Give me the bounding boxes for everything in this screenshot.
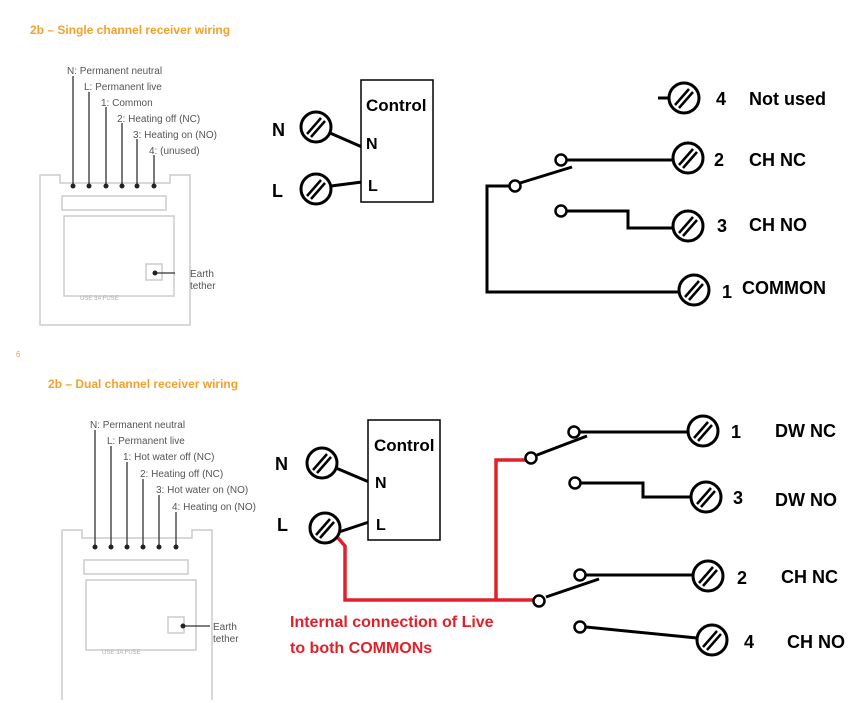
- leader-1: 1: Hot water off (NC): [123, 452, 215, 463]
- supply-n-terminal: [305, 446, 339, 480]
- supply-l-label: L: [277, 515, 288, 535]
- terminal-2-num: 2: [737, 568, 747, 588]
- leader-l: L: Permanent live: [107, 436, 185, 447]
- page-number: 6: [16, 350, 21, 359]
- internal-connection-note: Internal connection of Live: [290, 614, 494, 631]
- leader-4: 4: (unused): [149, 146, 200, 157]
- leader-2: 2: Heating off (NC): [140, 469, 223, 480]
- terminal-1-label: COMMON: [742, 278, 826, 298]
- earth-label: Earth: [190, 269, 214, 280]
- leader-2: 2: Heating off (NC): [117, 114, 200, 125]
- single-channel-section: 2b – Single channel receiver wiring USE …: [30, 20, 826, 326]
- control-title: Control: [374, 436, 434, 455]
- terminal-1: [686, 414, 720, 448]
- earth-label: Earth: [213, 622, 237, 633]
- terminal-2: [691, 559, 725, 593]
- terminal-4: [695, 623, 729, 657]
- supply-n-label: N: [272, 120, 285, 140]
- terminal-4-label: Not used: [749, 89, 826, 109]
- leader-4: 4: Heating on (NO): [172, 502, 256, 513]
- control-title: Control: [366, 96, 426, 115]
- terminal-1-num: 1: [731, 422, 741, 442]
- leader-l: L: Permanent live: [84, 82, 162, 93]
- leader-3: 3: Heating on (NO): [133, 130, 217, 141]
- earth-label-2: tether: [190, 281, 216, 292]
- leader-3: 3: Hot water on (NO): [156, 485, 248, 496]
- leader-n: N: Permanent neutral: [67, 66, 162, 77]
- internal-connection-note-2: to both COMMONs: [290, 640, 432, 657]
- svg-text:USE 3A FUSE: USE 3A FUSE: [80, 296, 119, 302]
- terminal-4-label: CH NO: [787, 632, 845, 652]
- terminal-2-num: 2: [714, 150, 724, 170]
- control-l: L: [376, 517, 386, 534]
- terminal-3-num: 3: [733, 488, 743, 508]
- terminal-4-num: 4: [716, 89, 726, 109]
- control-box: [367, 419, 441, 541]
- terminal-1-num: 1: [722, 282, 732, 302]
- terminal-3-num: 3: [717, 216, 727, 236]
- control-box: [360, 79, 434, 203]
- supply-n-label: N: [275, 454, 288, 474]
- terminal-3-label: CH NO: [749, 215, 807, 235]
- svg-text:USE 3A FUSE: USE 3A FUSE: [102, 650, 141, 656]
- terminal-4: [667, 81, 701, 115]
- control-l: L: [368, 178, 378, 195]
- single-channel-title: 2b – Single channel receiver wiring: [30, 23, 230, 37]
- terminal-2-label: CH NC: [781, 567, 838, 587]
- supply-l-label: L: [272, 181, 283, 201]
- leader-1: 1: Common: [101, 98, 153, 109]
- leader-n: N: Permanent neutral: [90, 420, 185, 431]
- receiver-plate-illustration: USE 3A FUSE N: Permanent neutral L: Perm…: [39, 66, 217, 326]
- terminal-3-label: DW NO: [775, 490, 837, 510]
- receiver-plate-illustration: USE 3A FUSE N: Permanent neutral L: Perm…: [61, 420, 256, 700]
- terminal-1-label: DW NC: [775, 421, 836, 441]
- terminal-3: [671, 209, 705, 243]
- earth-label-2: tether: [213, 634, 239, 645]
- supply-l-terminal: [299, 172, 333, 206]
- terminal-4-num: 4: [744, 632, 754, 652]
- supply-l-terminal: [308, 511, 342, 545]
- supply-n-terminal: [299, 110, 333, 144]
- terminal-3: [689, 480, 723, 514]
- dual-channel-section: 2b – Dual channel receiver wiring USE 3A…: [48, 377, 845, 700]
- control-n: N: [375, 475, 387, 492]
- terminal-2: [671, 141, 705, 175]
- dual-channel-title: 2b – Dual channel receiver wiring: [48, 377, 238, 391]
- terminal-1: [677, 273, 711, 307]
- control-n: N: [366, 136, 378, 153]
- terminal-2-label: CH NC: [749, 150, 806, 170]
